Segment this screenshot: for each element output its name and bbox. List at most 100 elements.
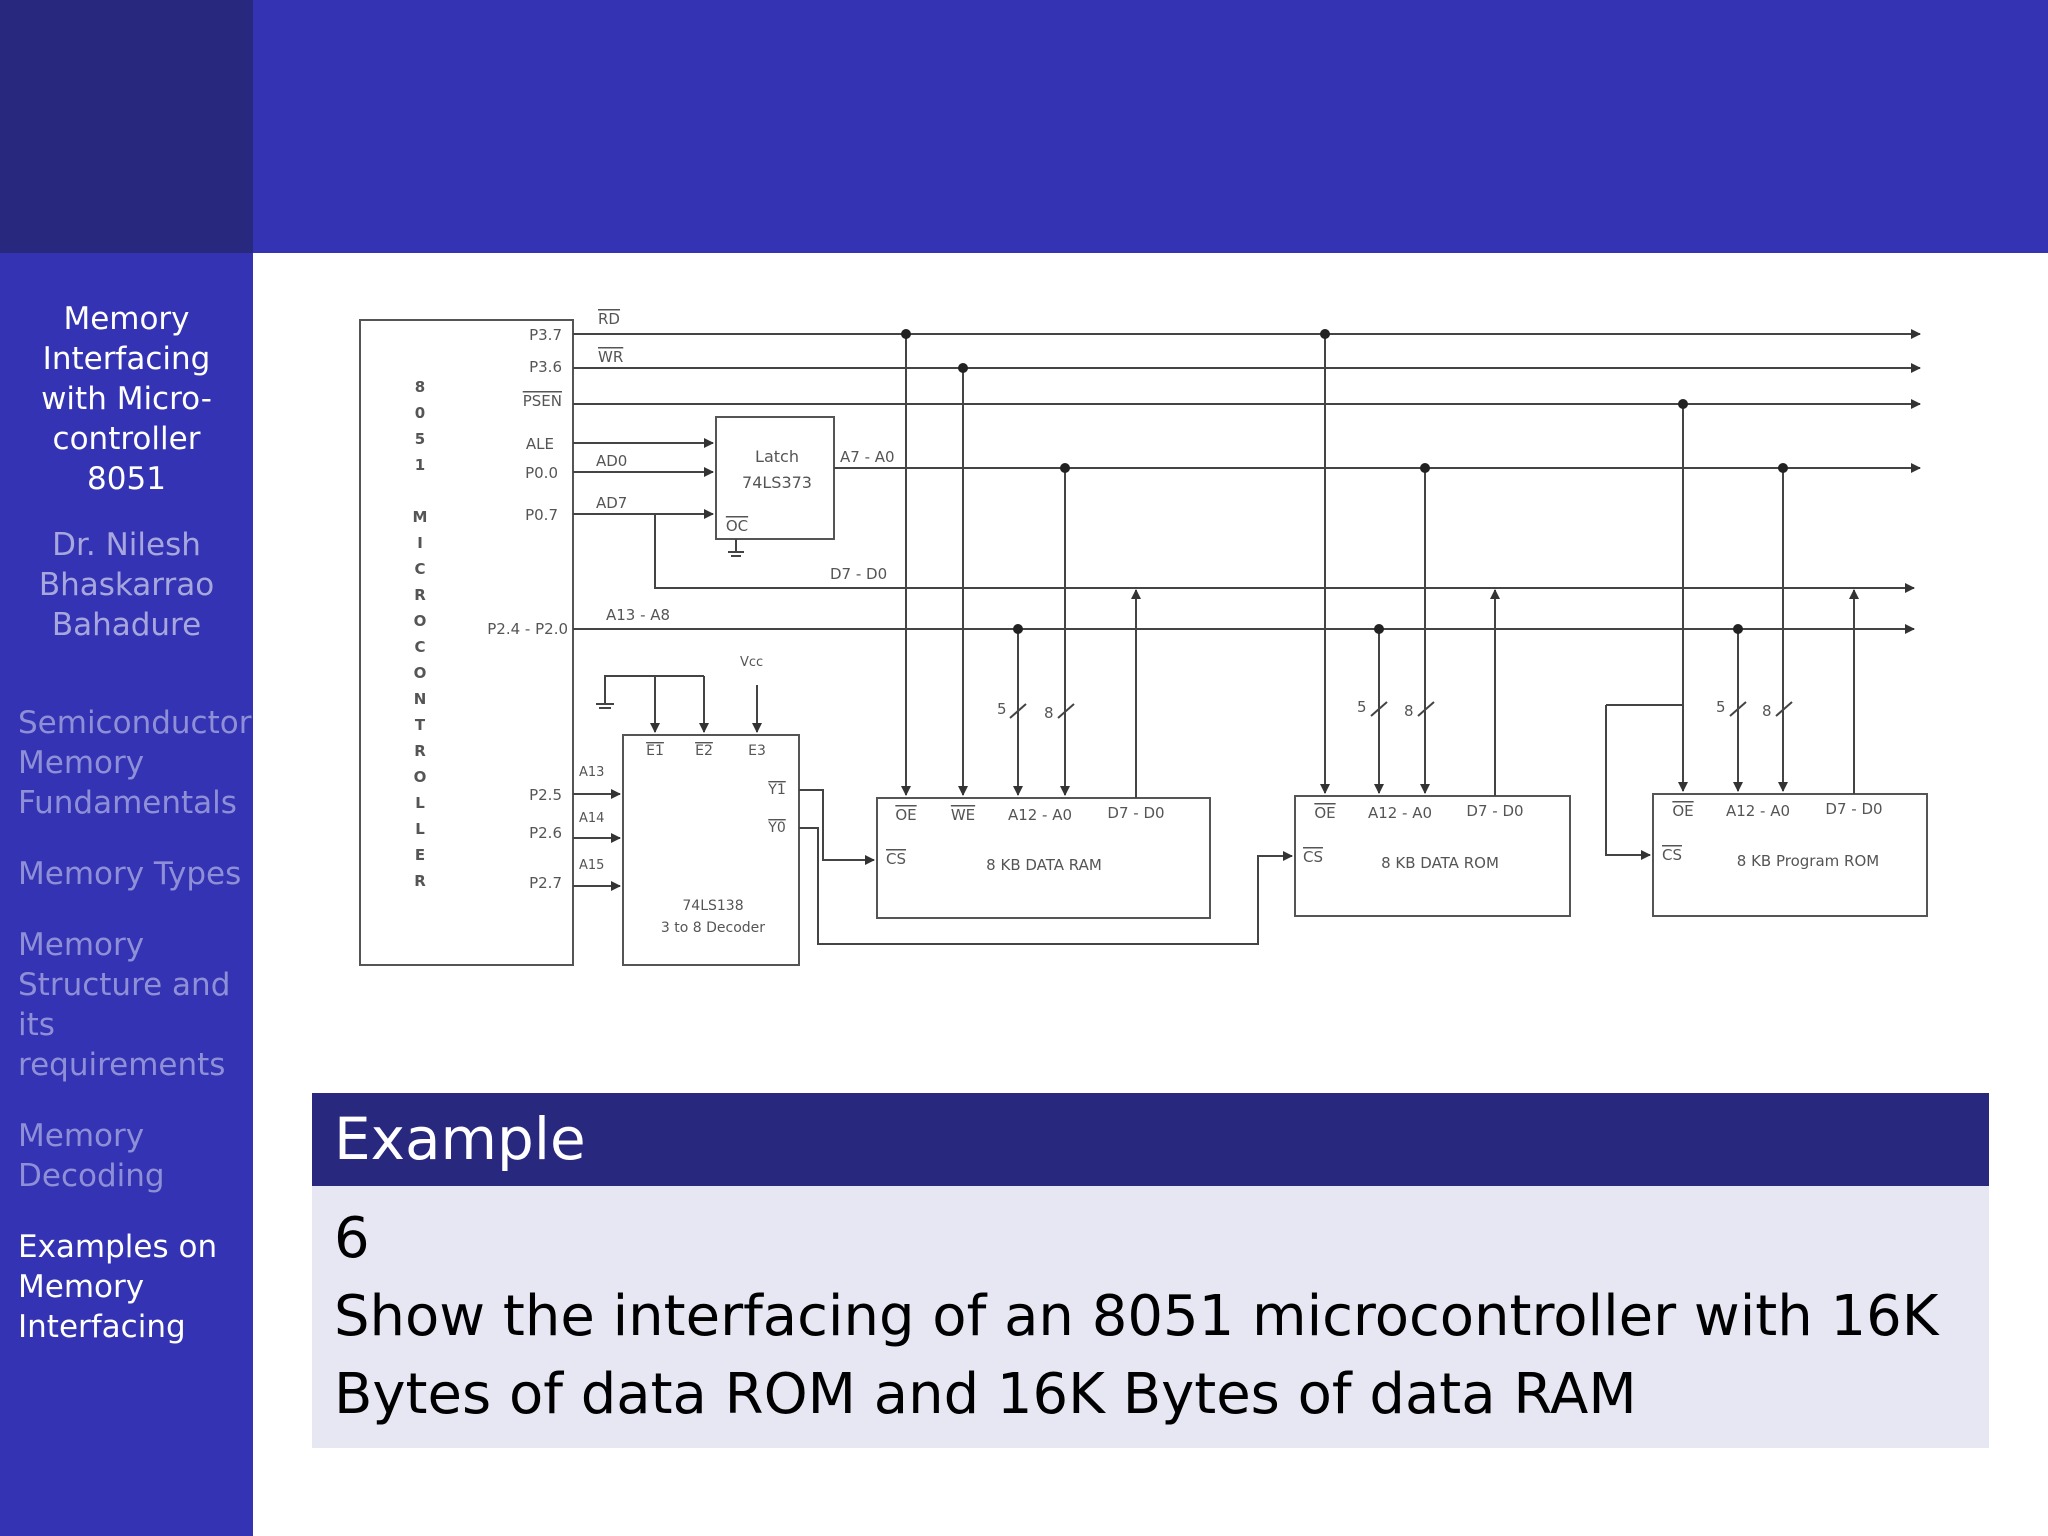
mcu-name-letter: 1	[415, 456, 425, 474]
presentation-author: Dr. Nilesh Bhaskarrao Bahadure	[0, 525, 253, 645]
rom-pin-label: OE	[1314, 804, 1335, 822]
mcu-name-letter: C	[414, 560, 425, 578]
program-rom-pin-label: D7 - D0	[1825, 800, 1882, 818]
example-block-title: Example	[312, 1093, 1989, 1186]
presentation-title: Memory Interfacing with Micro- controlle…	[0, 299, 253, 499]
decoder-pin-label: Y0	[767, 820, 785, 836]
bus-width-label: 5	[997, 700, 1007, 718]
nav-item-semiconductor-memory-fundamentals[interactable]: Semiconductor Memory Fundamentals	[18, 705, 252, 821]
decoder-pin-label: E1	[646, 743, 664, 759]
signal-label: RD	[598, 310, 620, 328]
rom-pin-label: D7 - D0	[1466, 802, 1523, 820]
slide-header-bar	[253, 0, 2048, 253]
bus-width-label: 5	[1716, 698, 1726, 716]
title-line: 8051	[87, 461, 166, 497]
decoder-block	[622, 734, 800, 966]
signal-label: Vcc	[740, 655, 763, 670]
mcu-pin-label: P2.6	[529, 824, 562, 842]
mcu-name-letter: R	[414, 742, 426, 760]
rom-pin-label: CS	[1303, 848, 1323, 866]
signal-label: A13	[579, 765, 604, 780]
data-rom-block	[1294, 795, 1571, 917]
sidebar: Memory Interfacing with Micro- controlle…	[0, 253, 253, 1536]
decoder-label: 3 to 8 Decoder	[661, 920, 765, 936]
nav-item-memory-structure[interactable]: Memory Structure and its requirements	[18, 927, 231, 1083]
mcu-pin-label: P2.4 - P2.0	[487, 620, 568, 638]
title-line: Interfacing	[42, 341, 211, 377]
decoder-label: 74LS138	[682, 898, 743, 914]
mcu-name-letter: L	[415, 794, 425, 812]
signal-label: D7 - D0	[830, 565, 887, 583]
example-text-line: Bytes of data ROM and 16K Bytes of data …	[334, 1362, 1637, 1427]
decoder-pin-label: E2	[695, 743, 713, 759]
signal-label: A7 - A0	[840, 448, 895, 466]
decoder-pin-label: E3	[748, 743, 766, 759]
signal-label: A13 - A8	[606, 606, 670, 624]
signal-label: A14	[579, 811, 604, 826]
latch-block	[715, 416, 835, 540]
decoder-pin-label: Y1	[767, 782, 785, 798]
mcu-name-letter: C	[414, 638, 425, 656]
memory-interfacing-diagram: 8 0 5 1 M I C R O C O N T R O L L E R P3…	[340, 300, 1940, 980]
signal-label: A15	[579, 858, 604, 873]
circuit-svg: 8 0 5 1 M I C R O C O N T R O L L E R P3…	[359, 310, 1928, 966]
mcu-name-letter: 5	[415, 430, 425, 448]
nav-item-examples-memory-interfacing[interactable]: Examples on Memory Interfacing	[18, 1229, 218, 1345]
data-ram-block	[876, 797, 1211, 919]
example-text-line: Show the interfacing of an 8051 microcon…	[334, 1284, 1939, 1349]
latch-label: 74LS373	[742, 473, 812, 492]
mcu-name-letter: M	[413, 508, 428, 526]
ram-pin-label: A12 - A0	[1008, 806, 1072, 824]
example-number: 6	[334, 1206, 370, 1271]
program-rom-chip-name: 8 KB Program ROM	[1737, 852, 1879, 870]
mcu-pin-label: P2.5	[529, 786, 562, 804]
mcu-name-letter: R	[414, 586, 426, 604]
ram-chip-name: 8 KB DATA RAM	[986, 856, 1102, 874]
mcu-pin-label: P3.6	[529, 358, 562, 376]
ram-pin-label: CS	[886, 850, 906, 868]
ram-pin-label: WE	[951, 806, 975, 824]
rom-pin-label: A12 - A0	[1368, 804, 1432, 822]
author-line: Bahadure	[51, 607, 202, 643]
header-corner	[0, 0, 253, 253]
ram-pin-label: OE	[895, 806, 916, 824]
mcu-name-letter: O	[414, 664, 427, 682]
nav-item-memory-decoding[interactable]: Memory Decoding	[18, 1118, 165, 1194]
mcu-block	[359, 319, 574, 966]
mcu-pin-label: ALE	[526, 435, 554, 453]
signal-label: WR	[598, 348, 623, 366]
bus-width-label: 8	[1404, 702, 1414, 720]
author-line: Bhaskarrao	[38, 567, 215, 603]
mcu-name-letter: 8	[415, 378, 425, 396]
rom-chip-name: 8 KB DATA ROM	[1381, 854, 1499, 872]
title-line: with Micro-	[41, 381, 212, 417]
program-rom-block	[1652, 793, 1928, 917]
mcu-name-letter: T	[415, 716, 426, 734]
title-line: controller	[52, 421, 201, 457]
mcu-name-letter: 0	[415, 404, 425, 422]
example-block-body: 6 Show the interfacing of an 8051 microc…	[312, 1186, 1989, 1448]
mcu-name-letter: N	[414, 690, 427, 708]
bus-width-label: 5	[1357, 698, 1367, 716]
title-line: Memory	[63, 301, 190, 337]
mcu-pin-label: P2.7	[529, 874, 562, 892]
mcu-name-letter: E	[415, 846, 425, 864]
mcu-pin-label: P0.0	[525, 464, 558, 482]
mcu-pin-label: PSEN	[523, 392, 562, 410]
program-rom-pin-label: A12 - A0	[1726, 802, 1790, 820]
latch-label: Latch	[755, 447, 799, 466]
mcu-name-letter: O	[414, 768, 427, 786]
signal-label: AD7	[596, 494, 627, 512]
mcu-name-letter: L	[415, 820, 425, 838]
mcu-name-letter: R	[414, 872, 426, 890]
mcu-pin-label: P0.7	[525, 506, 558, 524]
nav-item-memory-types[interactable]: Memory Types	[18, 856, 242, 892]
latch-oc-label: OC	[726, 517, 748, 535]
author-line: Dr. Nilesh	[52, 527, 201, 563]
ram-pin-label: D7 - D0	[1107, 804, 1164, 822]
bus-width-label: 8	[1044, 704, 1054, 722]
section-nav: Semiconductor Memory Fundamentals Memory…	[18, 703, 252, 1378]
signal-label: AD0	[596, 452, 627, 470]
mcu-name-letter: I	[417, 534, 423, 552]
bus-width-label: 8	[1762, 702, 1772, 720]
